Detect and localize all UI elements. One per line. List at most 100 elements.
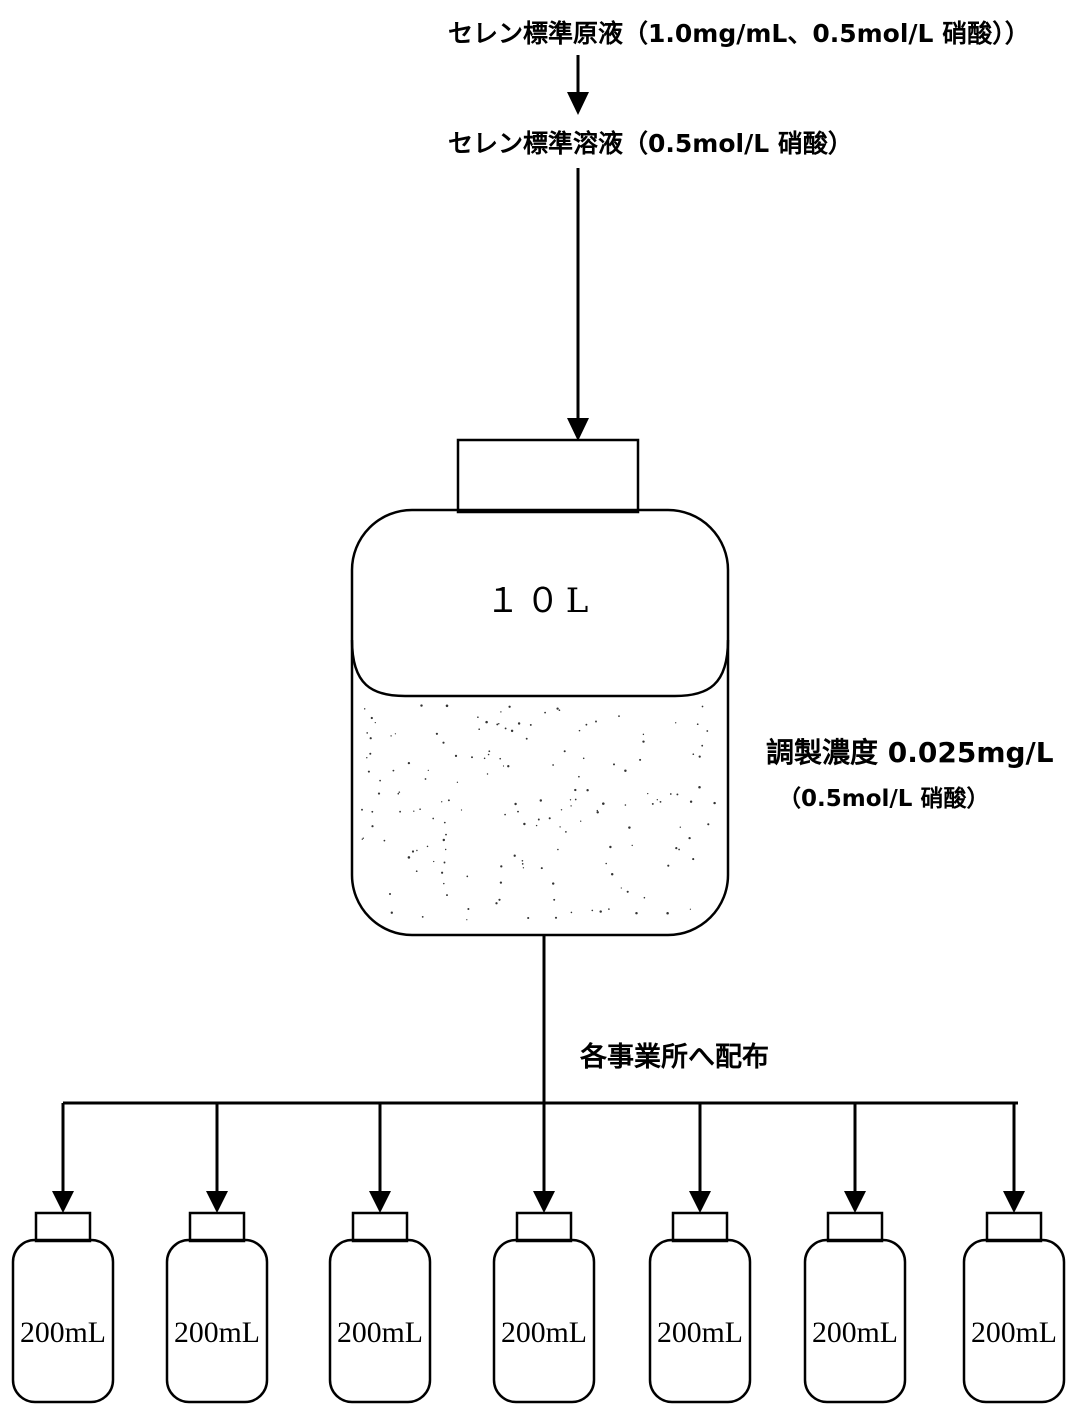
liquid-speckle <box>643 734 644 735</box>
arrow-stock-to-standard <box>567 55 589 115</box>
bottle-volume-label: 200mL <box>20 1316 106 1349</box>
liquid-speckle <box>499 758 501 760</box>
liquid-speckle <box>571 912 573 914</box>
liquid-speckle <box>580 821 581 822</box>
liquid-speckle <box>570 805 571 806</box>
liquid-speckle <box>667 865 669 867</box>
liquid-speckle <box>574 789 576 791</box>
liquid-speckle <box>455 755 457 757</box>
bottle-row: 200mL200mL200mL200mL200mL200mL200mL <box>13 1103 1064 1402</box>
liquid-speckle <box>488 750 490 752</box>
liquid-speckle <box>625 804 627 806</box>
liquid-speckle <box>498 723 499 724</box>
liquid-speckle <box>596 811 598 813</box>
liquid-speckle <box>441 872 443 874</box>
liquid-speckle <box>670 793 672 795</box>
bottle-cap <box>828 1213 882 1241</box>
liquid-speckle <box>699 755 701 757</box>
liquid-speckle <box>522 863 524 865</box>
liquid-speckle <box>390 735 391 736</box>
liquid-speckle <box>428 770 429 771</box>
liquid-speckle <box>595 721 597 723</box>
liquid-speckle <box>446 705 449 708</box>
liquid-speckle <box>498 899 500 901</box>
liquid-speckle <box>495 902 497 904</box>
liquid-speckle <box>478 728 480 730</box>
liquid-speckle <box>457 782 458 783</box>
liquid-speckle <box>676 793 678 795</box>
distribution-arrowhead <box>52 1191 74 1213</box>
liquid-speckle <box>578 776 580 778</box>
liquid-speckle <box>443 883 444 884</box>
liquid-speckle <box>487 773 488 774</box>
liquid-speckle <box>613 763 615 765</box>
liquid-speckle <box>527 917 529 919</box>
liquid-speckle <box>370 737 372 739</box>
liquid-speckle <box>526 738 528 740</box>
liquid-speckle <box>523 823 525 825</box>
liquid-speckle <box>522 860 524 862</box>
bottle-volume-label: 200mL <box>501 1316 587 1349</box>
liquid-speckle <box>523 867 524 868</box>
distribution-arrowhead <box>533 1191 555 1213</box>
liquid-speckle <box>627 891 629 893</box>
liquid-speckle <box>361 809 363 811</box>
liquid-speckle <box>624 769 626 771</box>
liquid-speckle <box>517 811 519 813</box>
liquid-speckle <box>701 745 703 747</box>
bottle-200ml: 200mL <box>805 1103 905 1402</box>
liquid-speckle <box>445 834 447 836</box>
arrow-standard-to-tank <box>567 168 589 441</box>
liquid-speckle <box>561 809 562 810</box>
liquid-speckle <box>378 793 380 795</box>
liquid-speckle <box>555 917 557 919</box>
liquid-speckle <box>393 770 395 772</box>
liquid-speckle <box>609 846 611 848</box>
liquid-speckle <box>552 764 554 766</box>
liquid-speckle <box>628 826 630 828</box>
concentration-acid-label: （0.5mol/L 硝酸） <box>778 785 989 812</box>
liquid-speckle <box>408 856 411 859</box>
liquid-speckle <box>496 723 498 725</box>
bottle-volume-label: 200mL <box>337 1316 423 1349</box>
liquid-speckle <box>397 793 399 795</box>
standard-solution-label: セレン標準溶液（0.5mol/L 硝酸） <box>448 129 853 158</box>
liquid-speckle <box>639 759 641 761</box>
liquid-speckle <box>675 722 676 723</box>
bottle-200ml: 200mL <box>494 1103 594 1402</box>
bottle-200ml: 200mL <box>13 1103 113 1402</box>
liquid-speckle <box>442 742 444 744</box>
liquid-speckle <box>508 706 510 708</box>
liquid-speckle <box>391 912 393 914</box>
bottle-cap <box>987 1213 1041 1241</box>
liquid-speckle <box>384 840 386 842</box>
liquid-speckle <box>395 733 396 734</box>
liquid-speckle <box>559 709 561 711</box>
liquid-speckle <box>557 849 559 851</box>
liquid-speckle <box>540 799 542 801</box>
liquid-speckle <box>484 758 486 760</box>
liquid-speckle <box>364 708 365 709</box>
liquid-speckle <box>371 825 373 827</box>
liquid-speckle <box>559 826 560 827</box>
liquid-speckle <box>362 839 363 840</box>
liquid-speckle <box>544 712 546 714</box>
liquid-speckle <box>466 876 468 878</box>
liquid-speckle <box>678 849 680 851</box>
liquid-speckle <box>549 817 551 819</box>
liquid-speckle <box>585 724 587 726</box>
bottle-200ml: 200mL <box>167 1103 267 1402</box>
liquid-speckle <box>556 707 558 709</box>
tank-liquid <box>352 663 728 935</box>
liquid-speckle <box>363 838 364 839</box>
liquid-speckle <box>471 756 473 758</box>
liquid-speckle <box>514 855 516 857</box>
liquid-speckle <box>702 706 704 708</box>
liquid-speckle <box>552 882 554 884</box>
liquid-speckle <box>369 753 371 755</box>
liquid-speckle <box>368 771 370 773</box>
liquid-speckle <box>690 801 692 803</box>
distribution-arrowhead <box>369 1191 391 1213</box>
liquid-speckle <box>536 825 537 826</box>
